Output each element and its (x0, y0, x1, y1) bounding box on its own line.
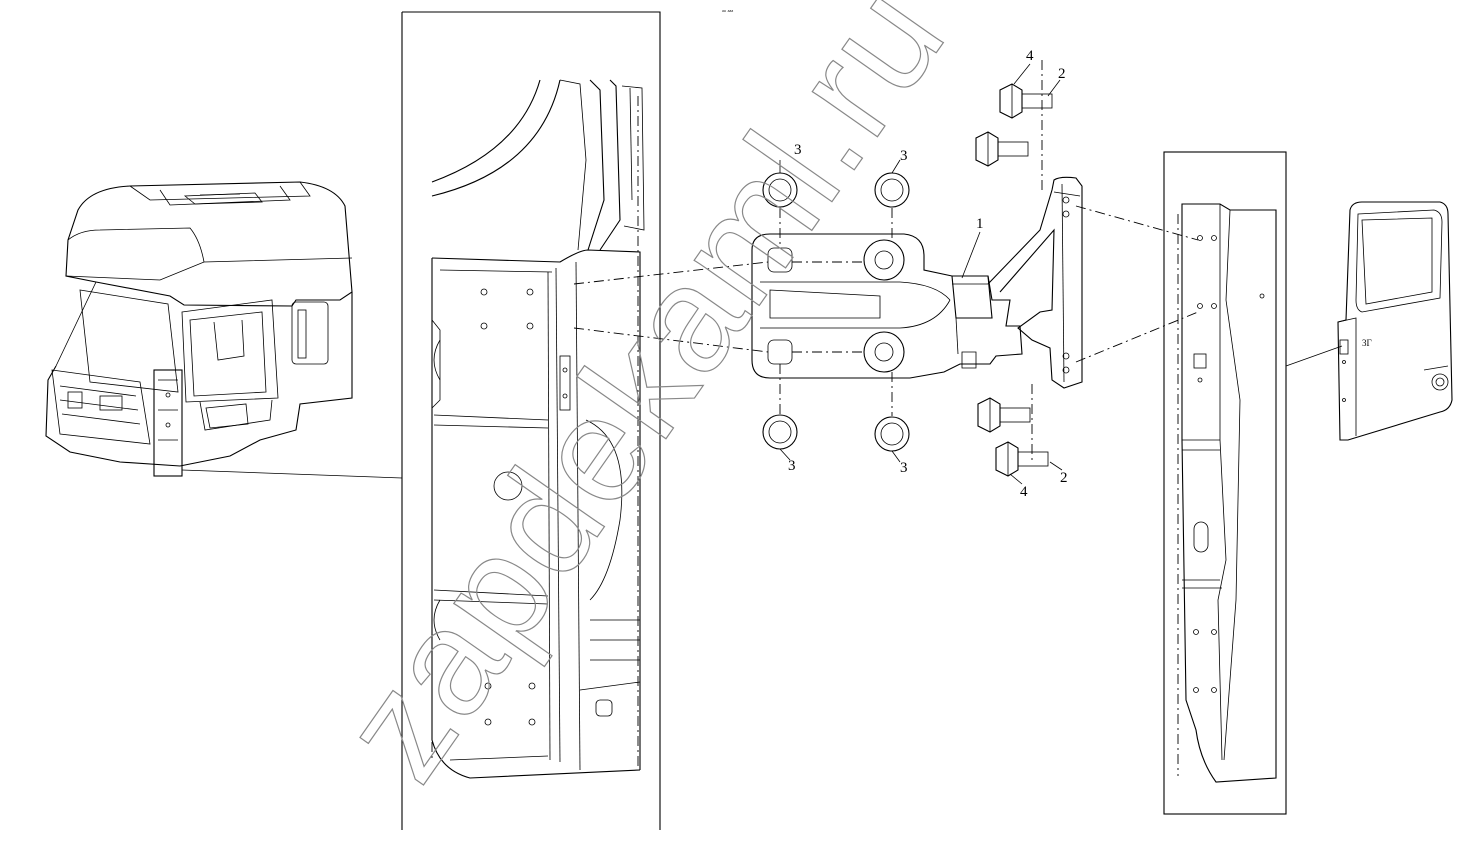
door-label: 3Г (1362, 338, 1372, 348)
callout-1: 1 (976, 216, 984, 232)
callout-4-bottom: 4 (1020, 484, 1028, 500)
callout-3-tl: 3 (794, 142, 802, 158)
nut-top-right (874, 159, 910, 208)
bolt-set (975, 83, 1053, 477)
bolt-3 (977, 397, 1031, 433)
callout-3-bl: 3 (788, 458, 796, 474)
door-overview: 3Г (1337, 201, 1453, 441)
bolt-2 (975, 131, 1029, 167)
nut-set (762, 159, 910, 463)
door-edge-detail (1163, 151, 1343, 815)
bolt-4 (995, 441, 1049, 477)
nut-top-left (762, 160, 798, 208)
bolt-1 (999, 83, 1053, 119)
callout-4-top: 4 (1026, 48, 1034, 64)
callout-2-bottom: 2 (1060, 470, 1068, 486)
a-pillar-detail (401, 11, 661, 830)
callout-3-tr: 3 (900, 148, 908, 164)
callouts: 1 2 4 3 3 3 3 2 4 (788, 48, 1068, 500)
callout-2-top: 2 (1058, 66, 1066, 82)
corner-text: ᵃᵃ ᵃᵃᵃ (722, 8, 733, 16)
callout-3-br: 3 (900, 460, 908, 476)
cab-overview (45, 181, 403, 479)
nut-bottom-right (874, 416, 910, 463)
nut-bottom-left (762, 414, 798, 461)
